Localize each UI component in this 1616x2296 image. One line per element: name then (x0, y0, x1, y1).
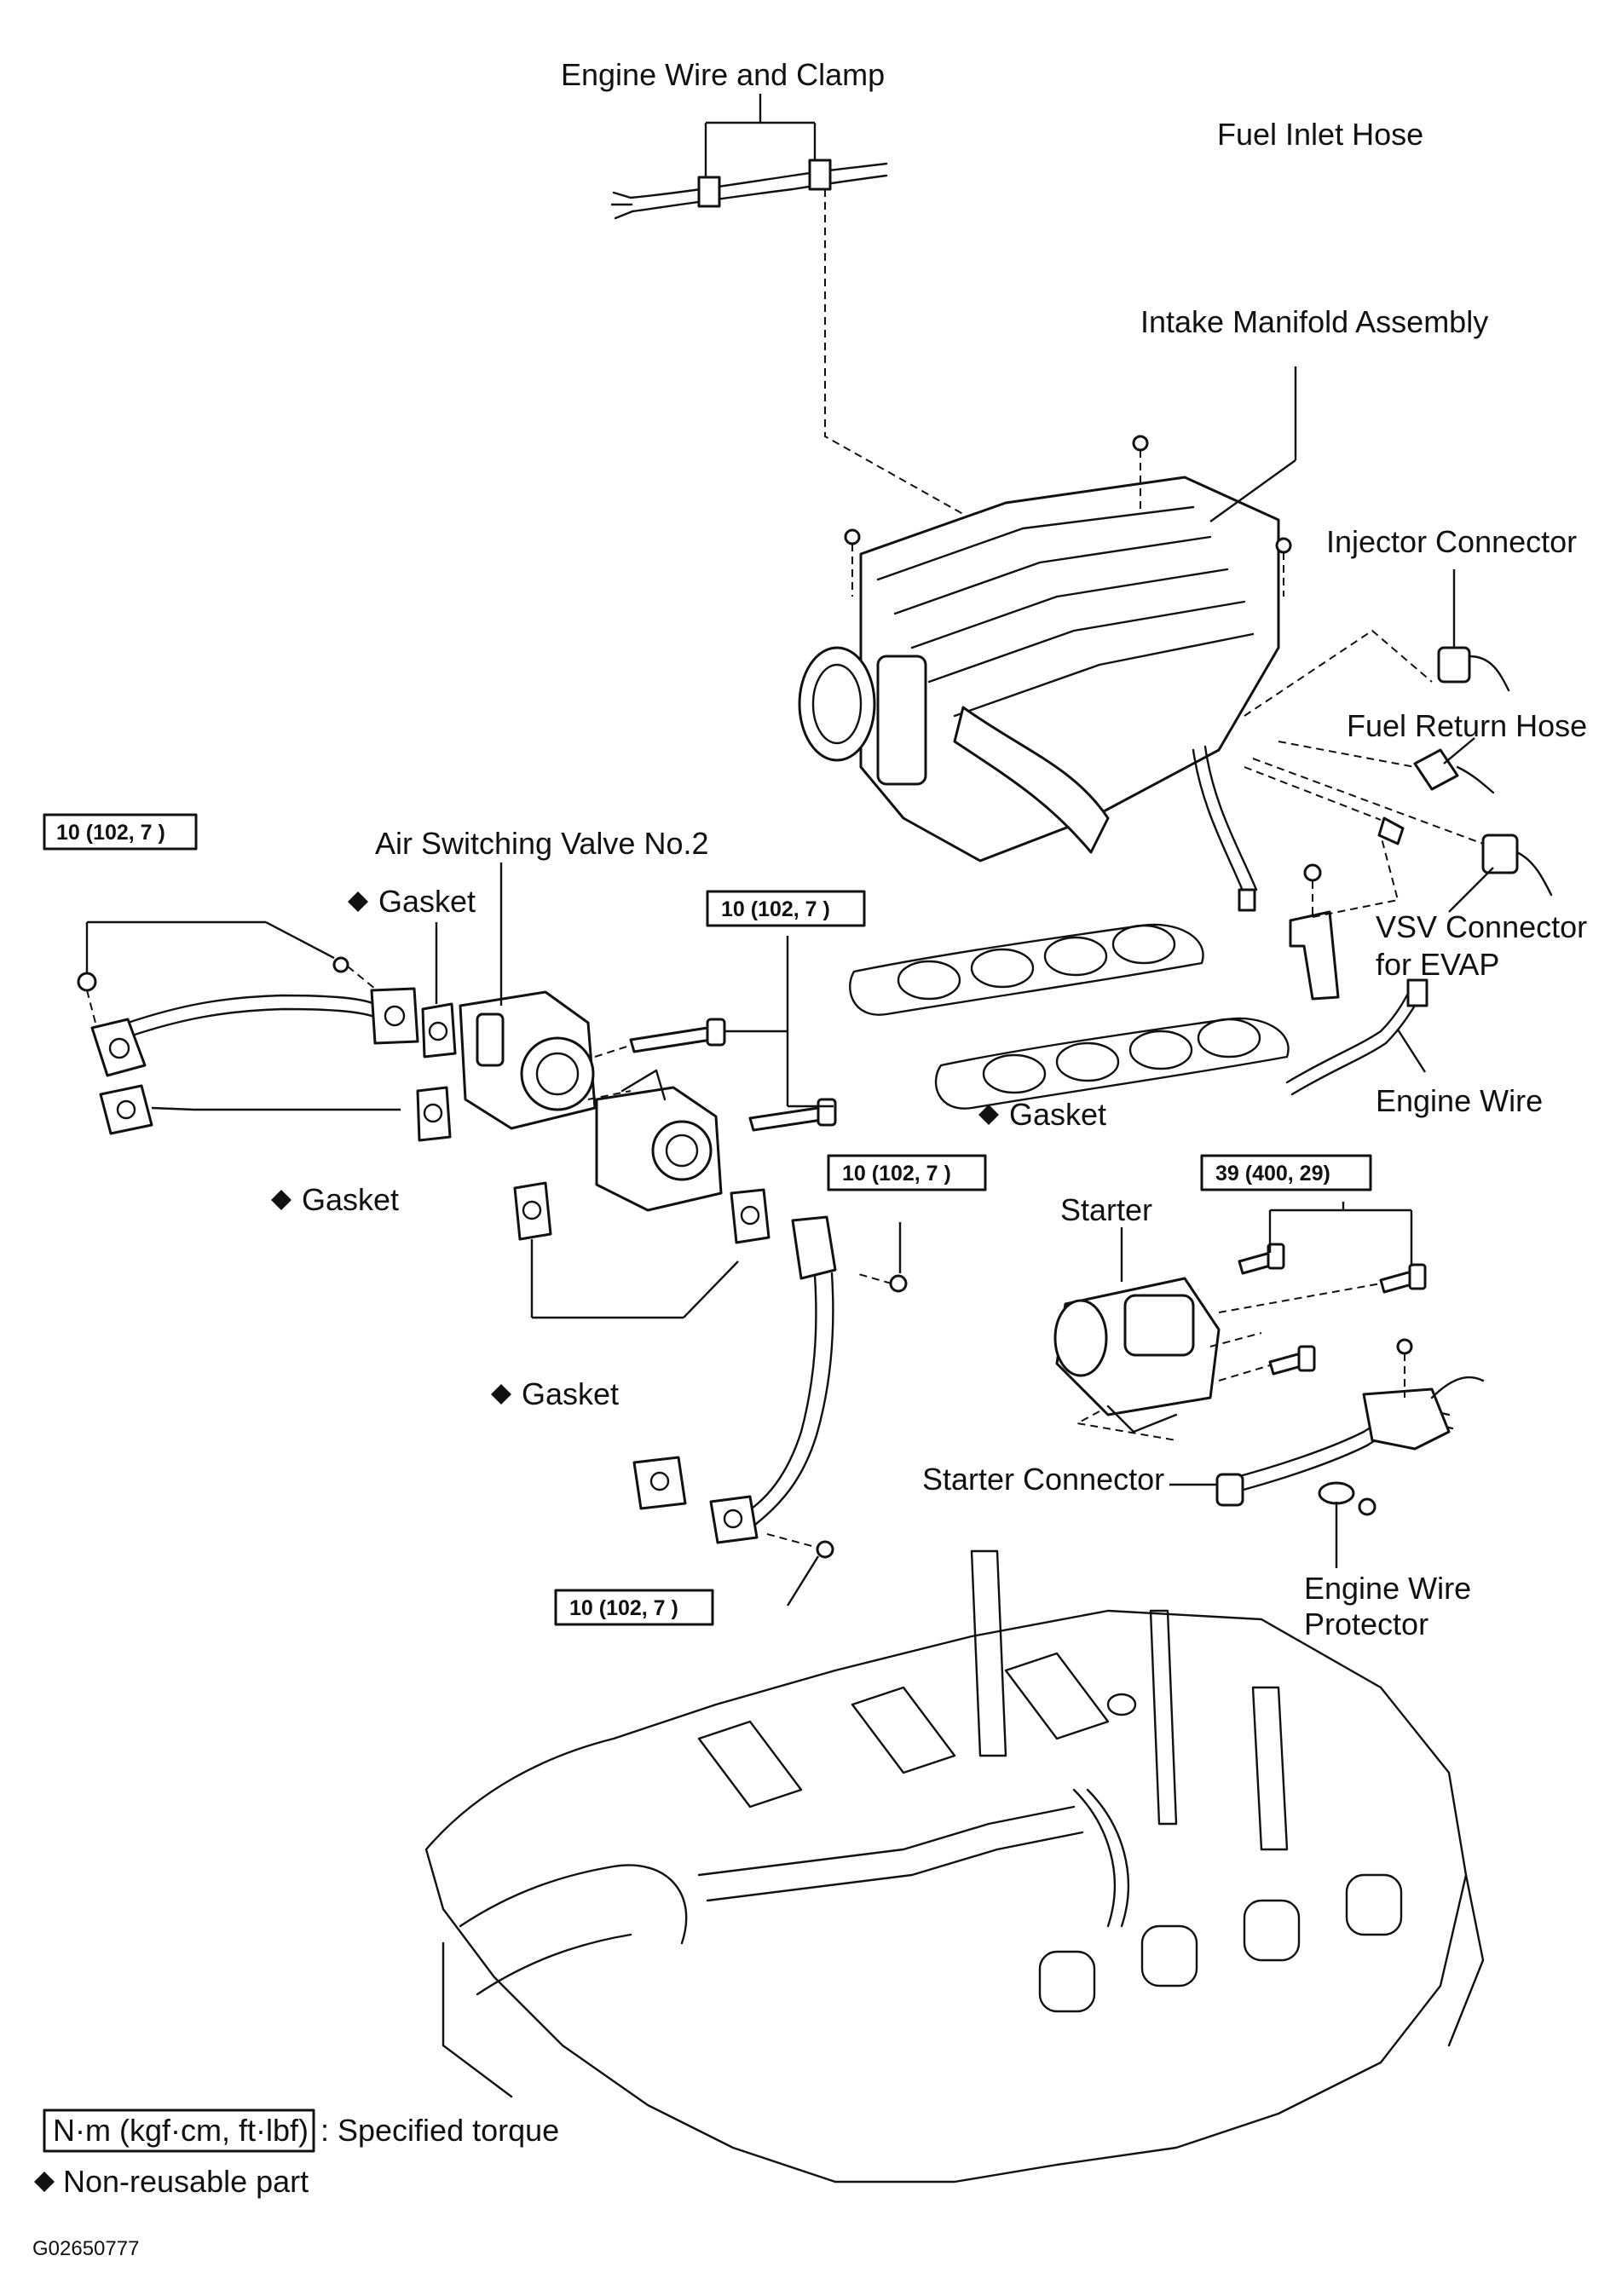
torque-value: 39 (400, 29) (1215, 1162, 1330, 1185)
legend-nonreusable: Non-reusable part (63, 2164, 309, 2199)
injector-connector (1244, 569, 1510, 717)
engine-block (424, 1549, 1485, 2184)
engine-wire-right (1285, 978, 1428, 1096)
label-fuel-return-hose: Fuel Return Hose (1347, 708, 1587, 743)
label-vsv-connector-line2: for EVAP (1376, 947, 1499, 982)
diamond-icon (34, 2172, 55, 2192)
label-fuel-inlet-hose: Fuel Inlet Hose (1217, 117, 1423, 152)
torque-box-3: 10 (102, 7 ) (827, 1154, 987, 1191)
torque-value: 10 (102, 7 ) (842, 1162, 951, 1185)
label-intake-manifold: Intake Manifold Assembly (1140, 304, 1488, 339)
gasket-label: Gasket (302, 1182, 399, 1217)
label-engine-wire-clamp: Engine Wire and Clamp (561, 57, 885, 92)
air-injection-pipe-left (77, 920, 419, 1077)
legend-unit-box: N·m (kgf·cm, ft·lbf) (53, 2113, 309, 2148)
label-air-switching-valve: Air Switching Valve No.2 (375, 826, 709, 861)
gasket-lower-pair (513, 1181, 770, 1319)
gasket-label: Gasket (378, 884, 476, 919)
label-starter-connector: Starter Connector (922, 1462, 1164, 1497)
engine-wire-harness (610, 94, 990, 529)
diamond-icon (348, 891, 368, 912)
torque-value: 10 (102, 7 ) (569, 1596, 678, 1620)
torque-value: 10 (102, 7 ) (721, 897, 830, 921)
engine-wire-protector (1226, 1338, 1485, 1568)
fuel-return-hose (1278, 737, 1495, 794)
label-vsv-connector-line1: VSV Connector (1376, 909, 1587, 944)
intake-manifold-gaskets (849, 923, 1290, 1110)
label-engine-wire-protector-line2: Protector (1304, 1607, 1428, 1641)
starter-connector (1169, 1473, 1244, 1507)
torque-box-5: 10 (102, 7 ) (554, 1589, 714, 1626)
vsv-valve-body (595, 1069, 723, 1212)
legend-unit-desc: : Specified torque (320, 2113, 559, 2148)
label-starter: Starter (1060, 1192, 1152, 1227)
figure-id: G02650777 (32, 2237, 139, 2260)
gasket-label-center: Gasket (978, 1097, 1106, 1132)
torque-value: 10 (102, 7 ) (56, 821, 165, 845)
evap-bracket (1289, 834, 1400, 1001)
air-injection-pipe-lower (632, 1215, 908, 1607)
torque-box-1: 10 (102, 7 ) (43, 813, 198, 851)
starter-bolts (1218, 1202, 1427, 1382)
starter-motor (1053, 1227, 1262, 1441)
legend: N·m (kgf·cm, ft·lbf) : Specified torque … (32, 2109, 559, 2260)
gasket-label: Gasket (522, 1376, 619, 1411)
gasket-label-top: Gasket (348, 884, 476, 919)
gasket-pair-mid (416, 922, 457, 1142)
gasket-label-bottom: Gasket (491, 1376, 619, 1411)
torque-box-2: 10 (102, 7 ) (706, 890, 866, 927)
vsv-connector (1244, 758, 1553, 913)
label-injector-connector: Injector Connector (1326, 524, 1577, 559)
torque-box-4: 39 (400, 29) (1200, 1154, 1372, 1191)
long-bolts (629, 936, 837, 1132)
gasket-left-outer (99, 1084, 401, 1135)
label-engine-wire-protector-line1: Engine Wire (1304, 1571, 1471, 1606)
air-switching-valve (459, 862, 649, 1130)
diamond-icon (978, 1105, 999, 1125)
diamond-icon (491, 1384, 511, 1405)
intake-manifold-assembly (798, 366, 1297, 912)
gasket-label-left: Gasket (271, 1182, 399, 1217)
diamond-icon (271, 1190, 291, 1210)
gasket-label: Gasket (1009, 1097, 1106, 1132)
label-engine-wire: Engine Wire (1376, 1083, 1543, 1118)
